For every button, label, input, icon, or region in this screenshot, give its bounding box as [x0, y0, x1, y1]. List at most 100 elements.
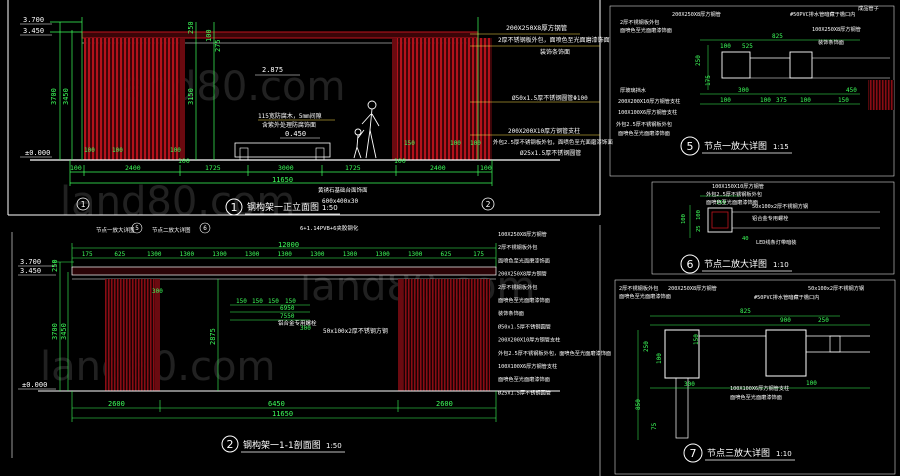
view-title: 节点三放大详图: [707, 447, 770, 459]
dim-label: 450: [846, 87, 857, 94]
view-scale: 1:10: [773, 261, 789, 269]
note: 装饰条饰面: [498, 309, 524, 317]
dim-label: 2600: [436, 400, 453, 408]
scale-figures: [353, 100, 380, 159]
note: 外包2.5厚不锈钢板外包，面喷色至光面磨漆饰面: [498, 349, 611, 357]
dim-label: 100: [178, 157, 190, 165]
callout-bubble: [199, 222, 211, 234]
dim-label: 100: [170, 147, 181, 154]
note: 200X200X10厚方钢管支柱: [498, 336, 560, 344]
grid-label: 1: [81, 200, 86, 209]
slat-panel-left: [105, 279, 160, 391]
level-label: 3.450: [23, 27, 44, 35]
view-title: 钢构架一1-1剖面图: [243, 439, 321, 451]
dim-label: 6450: [268, 400, 285, 408]
total-dim: 11650: [272, 410, 293, 418]
grid-bubble: [481, 197, 495, 211]
total-dim: 11650: [272, 176, 293, 184]
column: [392, 38, 397, 160]
dim-label: 100: [112, 147, 123, 154]
section-top-dimensions: [71, 243, 497, 268]
view-number-bubble: [225, 198, 243, 216]
dim-label: 100: [800, 97, 811, 104]
bench: [234, 142, 331, 158]
inner-tube: [711, 211, 729, 229]
note: 铝合金专用螺栓: [752, 214, 789, 222]
slat-panel-right: [396, 38, 492, 160]
bench-leg: [239, 147, 249, 161]
dim-label: 1725: [205, 164, 221, 172]
note: 100X100X6厚方钢管支柱: [498, 362, 557, 370]
note: 100X250X8厚方钢管: [812, 25, 861, 33]
watermark: land80.com: [60, 179, 295, 225]
note: 面喷色至光面磨漆饰面: [618, 129, 670, 137]
column: [398, 279, 403, 391]
note: 50x100x2厚不锈钢方钢: [808, 284, 864, 292]
view-number-bubble: [221, 435, 239, 453]
view-title: 节点一放大详图: [704, 140, 767, 152]
dim-label: 2600: [108, 400, 125, 408]
note: 厚玻璃挡水: [620, 86, 647, 94]
detail-frame: [651, 181, 895, 275]
view-number-bubble: [680, 136, 700, 156]
note: #50PVC排水管暗藏于檐口内: [754, 293, 819, 301]
note: 面喷色至光面磨漆饰面: [706, 198, 758, 206]
section-roof: [71, 266, 497, 276]
dim-label: 150: [693, 334, 700, 345]
dim-label: 100: [720, 43, 731, 50]
dim-label: 3450: [60, 323, 68, 340]
bench-leg: [315, 147, 325, 161]
beam-section: [789, 51, 813, 79]
dim-label: 7550: [280, 313, 295, 320]
dim-label: 2400: [125, 164, 141, 172]
dim-label: 1300: [212, 251, 227, 258]
dim-label: 825: [772, 33, 783, 40]
dim-label: 1300: [180, 251, 195, 258]
note: 200X250X8厚方钢管: [668, 284, 717, 292]
dim-label: 300: [684, 381, 695, 388]
dim-label: 250: [51, 259, 59, 272]
dim-label: 1300: [343, 251, 358, 258]
dim-label: 100: [806, 380, 817, 387]
dim-label: 150: [236, 298, 247, 305]
dim-label: 100: [696, 210, 702, 220]
detail6-dims: [689, 195, 740, 238]
note: 200X200X10厚方钢管支柱: [508, 127, 580, 135]
dim-label: 100: [450, 140, 461, 147]
note: Ø25x1.5厚不锈钢圆管: [520, 149, 581, 157]
slat-panel-right: [398, 279, 490, 391]
dim-label: 625: [114, 251, 125, 258]
view-scale: 1:15: [773, 143, 789, 151]
grid-bubble: [76, 197, 90, 211]
level-label: 3.700: [23, 16, 44, 24]
callout-number: 6: [203, 225, 207, 232]
note: 200X250X8厚方钢管: [498, 270, 547, 278]
dim-label: 100: [760, 97, 771, 104]
dim-label: 6950: [280, 305, 295, 312]
note: 2厚不锈钢板外包: [498, 283, 537, 291]
dim-label: 100: [205, 29, 213, 42]
note: 115宽防腐木，5mm间隙: [258, 112, 322, 120]
dim-label: 150: [404, 140, 415, 147]
note: 外包2.5厚不锈钢板外包: [706, 190, 762, 198]
note: 200X200X10厚方钢管支柱: [618, 97, 680, 105]
detail5-notes: 200X250X8厚方钢管#50PVC排水管暗藏于檐口内成品管子2厚不锈钢板外包…: [616, 4, 879, 137]
dim-label: 40: [742, 236, 749, 242]
note: 100X100X6厚方钢管支柱: [730, 384, 789, 392]
level-label: 3.700: [20, 258, 41, 266]
view-number: 1: [231, 201, 238, 214]
section-right-notes: 100X250X8厚方钢管2厚不锈钢板外包面喷色至光面磨漆饰面200X250X8…: [498, 230, 611, 396]
note: 外包2.5厚不锈钢板外包，面喷色至光面磨漆饰面: [493, 138, 613, 146]
dim-label: 150: [285, 298, 296, 305]
dim-label: 375: [776, 97, 787, 104]
note: 面喷色至光面磨漆饰面: [620, 26, 672, 34]
dim-label: 825: [740, 308, 751, 315]
dim-label: 3450: [62, 88, 70, 105]
slat-fragment: [868, 80, 894, 110]
beam-section: [765, 329, 807, 377]
note: 面喷色至光面磨漆饰面: [498, 296, 550, 304]
